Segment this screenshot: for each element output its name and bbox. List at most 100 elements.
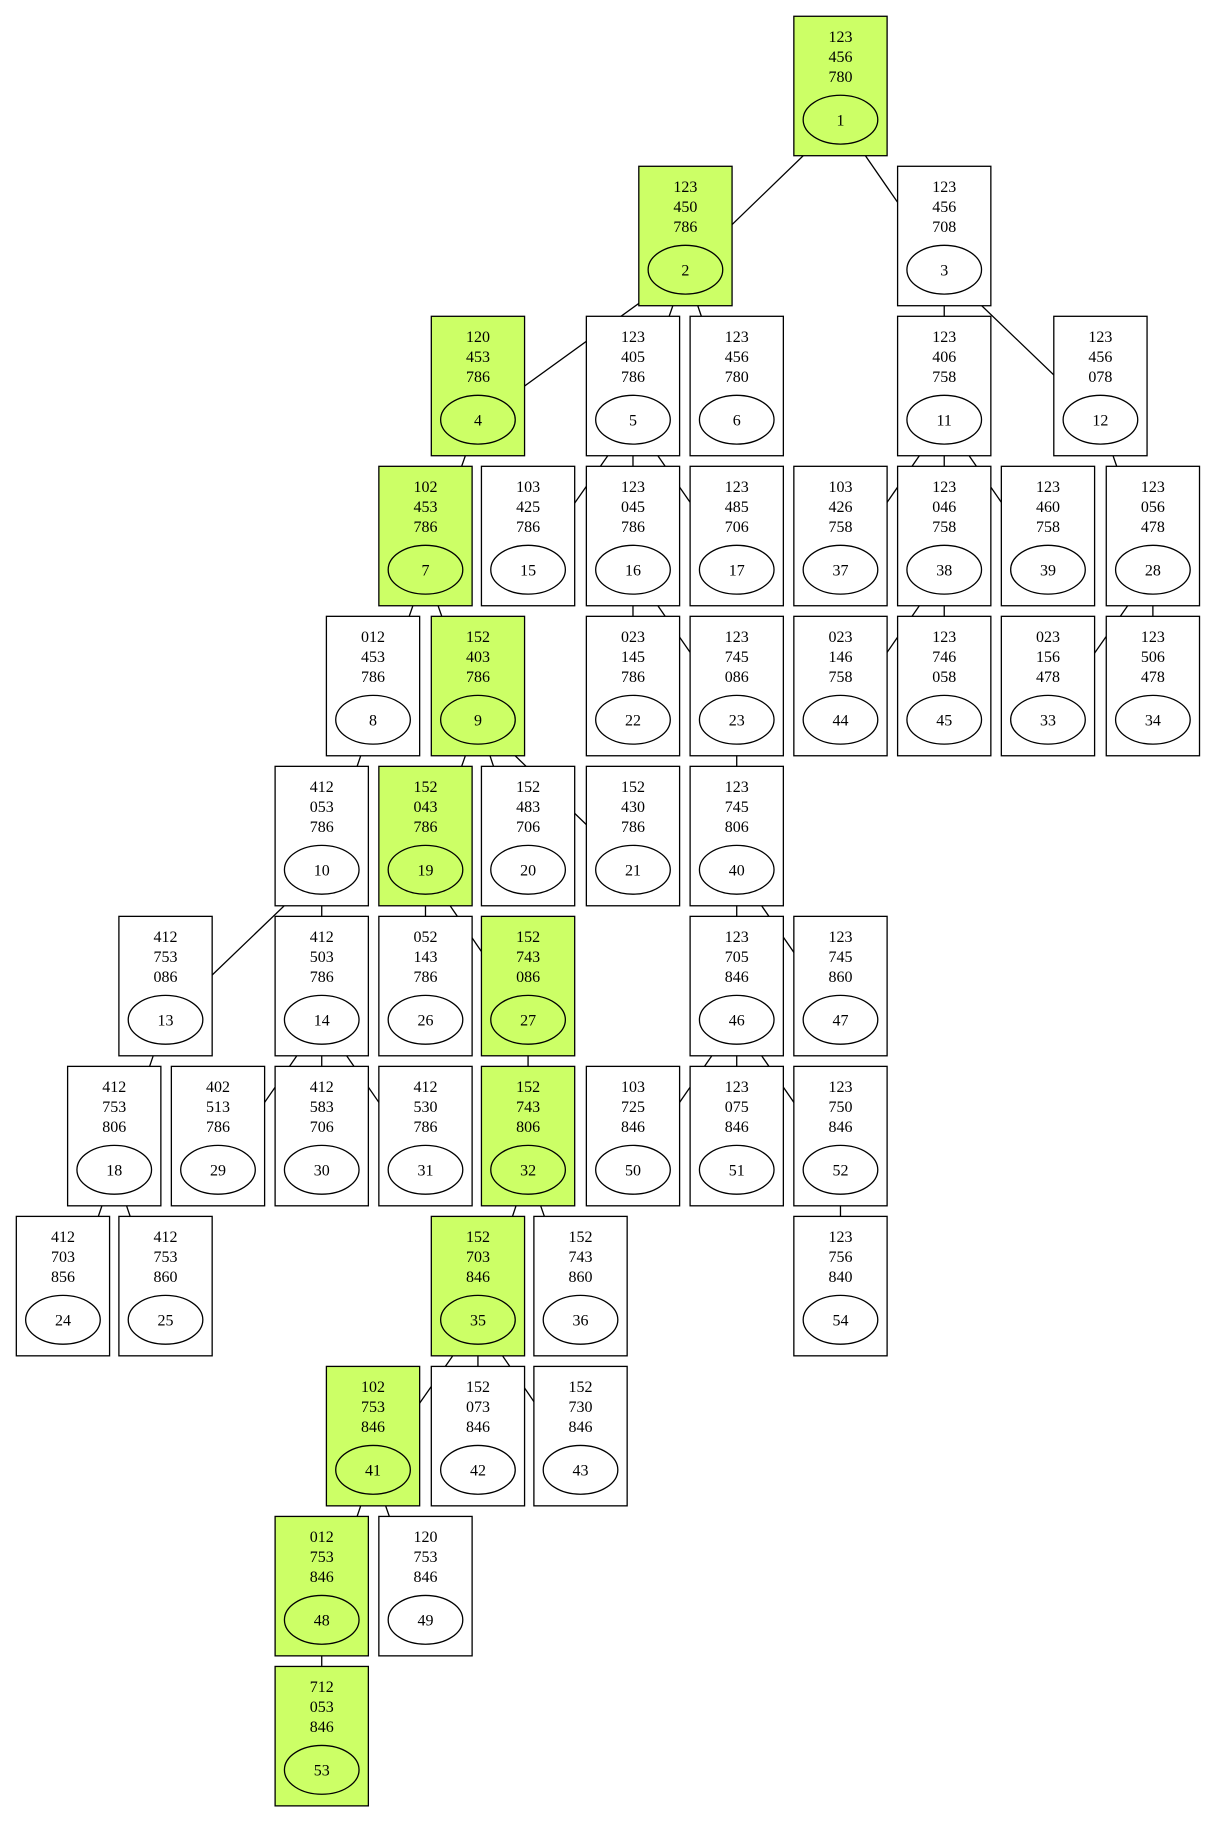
board-row: 786 xyxy=(466,369,490,386)
board-row: 478 xyxy=(1141,519,1165,536)
board-row: 075 xyxy=(725,1099,749,1116)
state-node xyxy=(439,394,516,445)
state-node xyxy=(387,1594,464,1645)
board-row: 058 xyxy=(932,669,956,686)
state-node xyxy=(802,1294,879,1345)
node-id-label: 5 xyxy=(629,413,637,430)
board-row: 123 xyxy=(725,1079,749,1096)
board-row: 786 xyxy=(310,969,334,986)
board-row: 120 xyxy=(466,329,490,346)
node-id-label: 1 xyxy=(836,112,844,129)
board-row: 485 xyxy=(725,499,749,516)
board-row: 152 xyxy=(569,1379,593,1396)
board-row: 405 xyxy=(621,349,645,366)
board-row: 043 xyxy=(413,799,437,816)
board-row: 703 xyxy=(51,1249,75,1266)
board-row: 705 xyxy=(725,949,749,966)
board-row: 152 xyxy=(466,1229,490,1246)
state-node xyxy=(1010,694,1086,745)
node-id-label: 35 xyxy=(470,1313,486,1330)
state-node xyxy=(283,1144,360,1195)
board-row: 412 xyxy=(310,1079,334,1096)
node-id-label: 52 xyxy=(832,1163,848,1180)
board-row: 478 xyxy=(1036,669,1060,686)
board-row: 860 xyxy=(569,1269,593,1286)
node-id-label: 34 xyxy=(1145,713,1161,730)
state-node xyxy=(283,1744,360,1795)
board-row: 786 xyxy=(516,519,540,536)
state-node xyxy=(1062,394,1139,445)
board-row: 753 xyxy=(310,1549,334,1566)
nodes-layer: 1234567801123450786212345670831204537864… xyxy=(15,15,1201,1807)
state-node xyxy=(906,244,983,295)
state-node xyxy=(1114,694,1191,745)
board-row: 846 xyxy=(828,1119,852,1136)
node-id-label: 47 xyxy=(832,1013,848,1030)
board-row: 753 xyxy=(413,1549,437,1566)
board-row: 103 xyxy=(828,479,852,496)
board-row: 745 xyxy=(725,799,749,816)
board-row: 123 xyxy=(828,29,852,46)
board-row: 758 xyxy=(1036,519,1060,536)
board-row: 753 xyxy=(154,1249,178,1266)
node-id-label: 16 xyxy=(625,563,641,580)
node-id-label: 15 xyxy=(520,563,536,580)
node-id-label: 11 xyxy=(937,413,952,430)
board-row: 758 xyxy=(828,519,852,536)
state-node xyxy=(802,694,879,745)
board-row: 708 xyxy=(932,219,956,236)
state-node xyxy=(595,544,671,595)
state-node xyxy=(387,544,464,595)
node-id-label: 18 xyxy=(106,1163,122,1180)
node-id-label: 29 xyxy=(210,1163,226,1180)
state-node xyxy=(24,1294,101,1345)
board-row: 756 xyxy=(828,1249,852,1266)
state-node xyxy=(802,544,879,595)
board-row: 143 xyxy=(413,949,437,966)
node-id-label: 33 xyxy=(1040,713,1056,730)
state-node xyxy=(439,694,516,745)
board-row: 806 xyxy=(102,1119,126,1136)
board-row: 453 xyxy=(466,349,490,366)
board-row: 758 xyxy=(932,519,956,536)
board-row: 123 xyxy=(1088,329,1112,346)
board-row: 152 xyxy=(413,779,437,796)
board-row: 152 xyxy=(516,779,540,796)
state-node xyxy=(906,394,983,445)
board-row: 103 xyxy=(516,479,540,496)
state-node xyxy=(439,1294,516,1345)
node-id-label: 7 xyxy=(421,563,429,580)
board-row: 725 xyxy=(621,1099,645,1116)
state-node xyxy=(387,844,464,895)
board-row: 846 xyxy=(621,1119,645,1136)
board-row: 073 xyxy=(466,1399,490,1416)
board-row: 103 xyxy=(621,1079,645,1096)
state-node xyxy=(490,1144,567,1195)
board-row: 860 xyxy=(154,1269,178,1286)
state-node xyxy=(490,994,567,1045)
node-id-label: 48 xyxy=(314,1613,330,1630)
board-row: 412 xyxy=(310,779,334,796)
board-row: 156 xyxy=(1036,649,1060,666)
node-id-label: 25 xyxy=(158,1313,174,1330)
board-row: 712 xyxy=(310,1679,334,1696)
node-id-label: 6 xyxy=(733,413,741,430)
state-node xyxy=(180,1144,256,1195)
board-row: 052 xyxy=(413,929,437,946)
state-4: 120 453 786 4 xyxy=(430,315,526,457)
state-node xyxy=(127,1294,204,1345)
node-id-label: 4 xyxy=(474,413,482,430)
node-id-label: 40 xyxy=(729,863,745,880)
